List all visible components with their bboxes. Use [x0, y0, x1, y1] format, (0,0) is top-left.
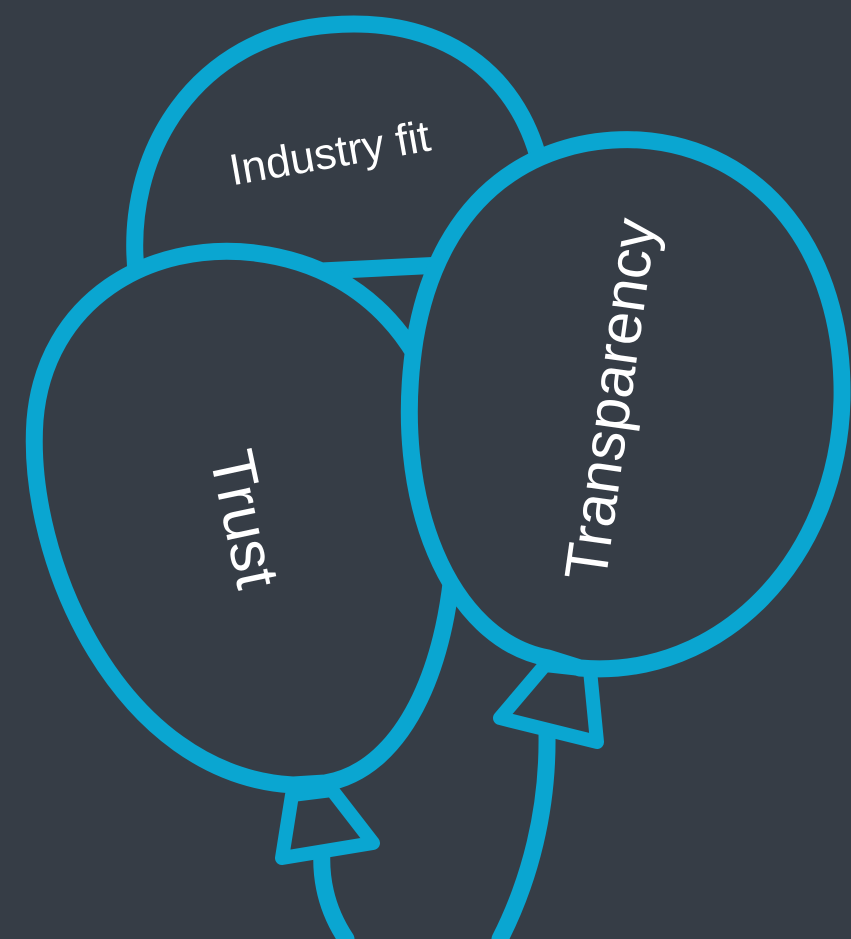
balloon-industry-fit: Industry fit: [126, 15, 554, 289]
balloon-trust: Trust: [25, 242, 464, 865]
transparency-balloon-shape: [400, 131, 851, 678]
transparency-balloon-string: [491, 726, 556, 939]
trust-balloon-string: [313, 841, 355, 939]
trust-balloon-shape: [25, 242, 464, 794]
trust-balloon-knot: [275, 783, 380, 865]
industry-fit-balloon-shape: [126, 15, 554, 289]
balloon-transparency: Transparency: [400, 131, 851, 749]
